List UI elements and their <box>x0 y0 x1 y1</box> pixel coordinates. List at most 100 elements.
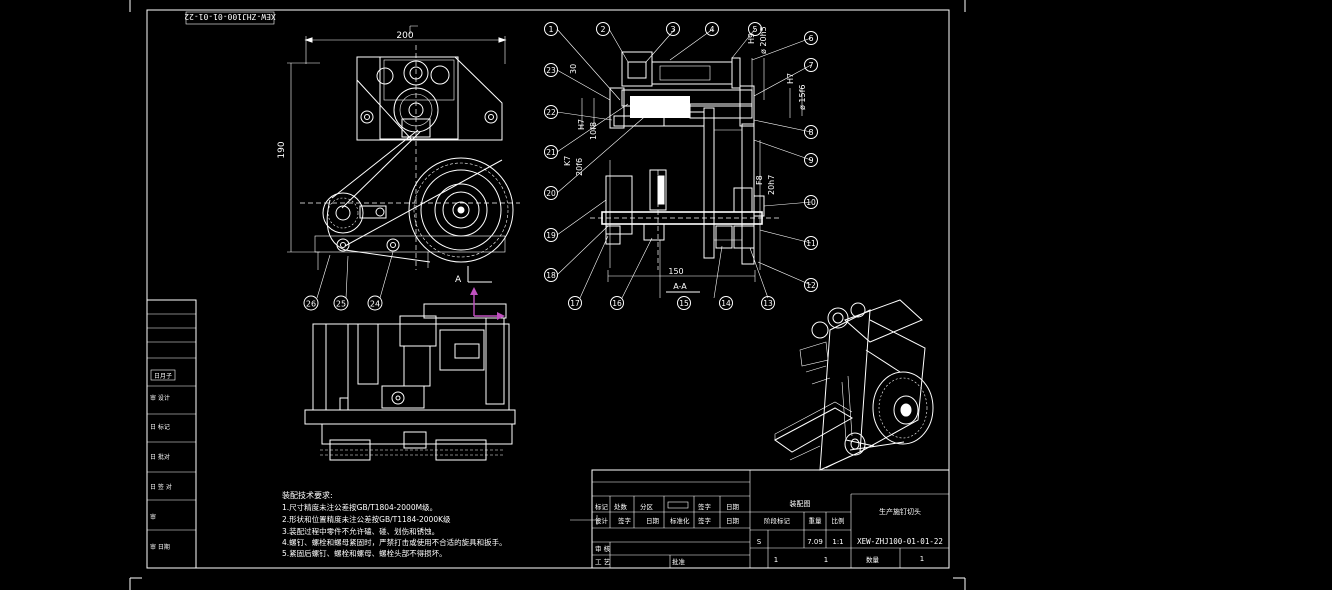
balloon-15: 15 <box>677 296 691 310</box>
svg-text:19: 19 <box>546 231 556 240</box>
section-label: A-A <box>673 282 687 291</box>
weight-header: 重量 <box>809 517 823 525</box>
strip-row-1: 审 设计 <box>150 394 170 402</box>
tb-r1-4: 签字 <box>698 502 712 511</box>
balloon-9: 9 <box>804 153 818 167</box>
fit-h9: H9 <box>747 33 756 44</box>
fit-20h5: ø 20h5 <box>759 26 768 54</box>
balloon-3: 3 <box>666 22 680 36</box>
svg-text:6: 6 <box>808 34 813 43</box>
drawing-kind: 装配图 <box>790 499 811 508</box>
fit-20h7: 20h7 <box>767 175 776 195</box>
balloon-21: 21 <box>544 145 558 159</box>
stage-value: S <box>757 538 762 546</box>
weight-value: 7.09 <box>807 538 823 546</box>
tb-review: 审 核 <box>595 544 611 553</box>
rotated-code-box: XEW-ZHJ100-01-01-22 <box>184 11 276 25</box>
balloon-13: 13 <box>761 296 775 310</box>
balloon-4: 4 <box>705 22 719 36</box>
tb-r1-2: 分区 <box>640 502 654 511</box>
stage-header: 阶段标记 <box>764 516 791 525</box>
balloon-8: 8 <box>804 125 818 139</box>
left-strip: 日月子 审 设计 日 标记 日 批对 日 签 对 审 审 日期 <box>146 299 197 569</box>
tb-r2-1: 签字 <box>618 516 632 525</box>
balloon-14: 14 <box>719 296 733 310</box>
svg-text:14: 14 <box>721 299 731 308</box>
isometric-view <box>774 299 934 471</box>
title-block: 标记 处数 分区 签字 日期 设计 签字 日期 标准化 签字 日期 审 核 工 … <box>570 469 950 569</box>
dim-30: 30 <box>569 64 578 74</box>
tb-approve: 批准 <box>672 557 686 566</box>
sheet-count: 1 <box>774 556 778 564</box>
balloon-22: 22 <box>544 105 558 119</box>
svg-text:3: 3 <box>670 25 675 34</box>
fit-15f6: ø 15f6 <box>798 84 807 110</box>
big-sprocket <box>408 157 514 263</box>
svg-text:17: 17 <box>570 299 580 308</box>
svg-text:23: 23 <box>546 66 556 75</box>
svg-text:20: 20 <box>546 189 556 198</box>
tech-note-4: 4.螺钉、螺栓和螺母紧固时，严禁打击或使用不合适的旋具和扳手。 <box>282 537 507 547</box>
balloon-7: 7 <box>804 58 818 72</box>
svg-text:15: 15 <box>679 299 689 308</box>
balloon-18: 18 <box>544 268 558 282</box>
strip-row-0: 日月子 <box>154 373 172 380</box>
tb-r2-3: 标准化 <box>670 516 690 525</box>
strip-row-6: 审 日期 <box>150 543 170 551</box>
scale-value: 1:1 <box>832 538 843 546</box>
scale-header: 比例 <box>832 516 845 525</box>
tb-r1-1: 处数 <box>614 502 628 511</box>
fit-10f8: 10f8 <box>589 122 598 140</box>
balloon-10: 10 <box>804 195 818 209</box>
balloon-23: 23 <box>544 63 558 77</box>
qty-label: 数量 <box>866 555 880 564</box>
dim-width-200: 200 <box>396 31 413 41</box>
product-name: 生产施钉切头 <box>879 507 921 516</box>
fit-h7-left: H7 <box>577 119 586 130</box>
tech-notes: 装配技术要求: 1.尺寸精度未注公差按GB/T1804-2000M级。 2.形状… <box>282 490 507 558</box>
balloon-5: 5 <box>748 22 762 36</box>
dim-height-190: 190 <box>277 141 287 158</box>
tb-r2-5: 日期 <box>726 517 740 525</box>
balloon-25: 25 <box>336 300 346 309</box>
svg-text:11: 11 <box>806 239 816 248</box>
bottom-view <box>304 287 516 461</box>
balloon-26: 26 <box>306 300 316 309</box>
svg-text:18: 18 <box>546 271 556 280</box>
balloon-1: 1 <box>544 22 558 36</box>
svg-text:10: 10 <box>806 198 816 207</box>
balloon-20: 20 <box>544 186 558 200</box>
fit-f8: F8 <box>755 175 764 185</box>
svg-text:4: 4 <box>709 25 714 34</box>
svg-text:22: 22 <box>546 108 556 117</box>
tb-r2-4: 签字 <box>698 516 712 525</box>
svg-text:5: 5 <box>752 25 757 34</box>
balloon-2: 2 <box>596 22 610 36</box>
tb-r2-2: 日期 <box>646 517 660 525</box>
front-view-balloons: 26 25 24 <box>303 251 394 311</box>
tb-r1-0: 标记 <box>595 502 609 511</box>
qty-value: 1 <box>920 555 924 563</box>
svg-text:1: 1 <box>548 25 553 34</box>
rotated-code: XEW-ZHJ100-01-01-22 <box>184 12 276 21</box>
balloon-17: 17 <box>568 296 582 310</box>
strip-row-4: 日 签 对 <box>150 483 172 491</box>
fit-k7: K7 <box>563 156 572 166</box>
strip-row-2: 日 标记 <box>150 423 170 431</box>
svg-text:21: 21 <box>546 148 556 157</box>
tech-note-5: 5.紧固后螺钉、螺栓和螺母、螺栓头部不得损坏。 <box>282 548 447 558</box>
tech-notes-heading: 装配技术要求: <box>282 490 333 500</box>
section-view: 150 A-A H9 ø 20h5 H7 ø 15f6 H7 10f8 K7 2… <box>563 26 807 293</box>
front-view: 200 190 <box>277 25 520 285</box>
strip-row-5: 审 <box>150 513 156 521</box>
balloon-19: 19 <box>544 228 558 242</box>
sheet-frame <box>129 0 966 590</box>
balloon-16: 16 <box>610 296 624 310</box>
view-marker-a: A <box>455 275 462 285</box>
fit-20f6: 20f6 <box>575 158 584 176</box>
balloon-6: 6 <box>804 31 818 45</box>
svg-text:9: 9 <box>808 156 813 165</box>
tb-r1-5: 日期 <box>726 503 740 511</box>
sheet-no: 1 <box>824 556 828 564</box>
